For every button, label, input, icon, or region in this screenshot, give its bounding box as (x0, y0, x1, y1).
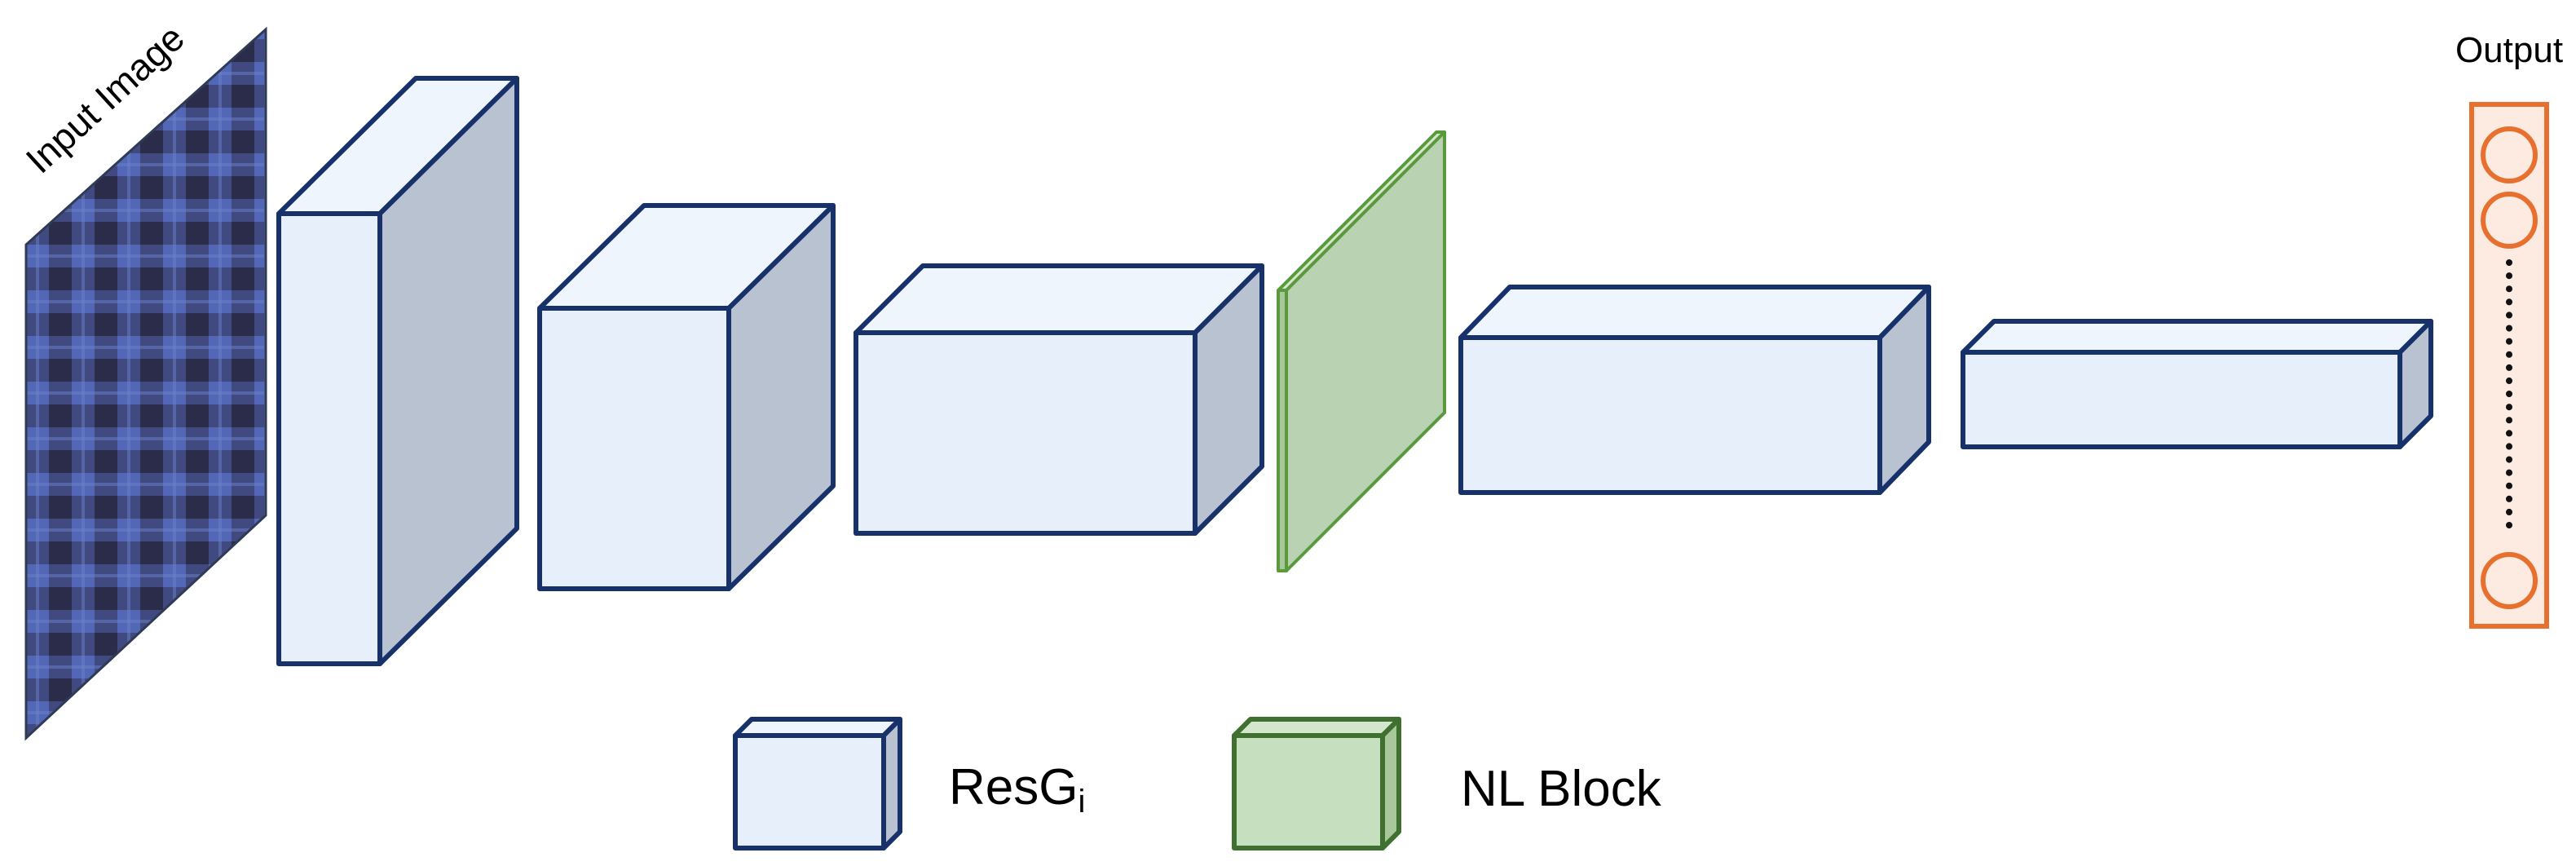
output-node (2481, 126, 2538, 183)
resg-block-3 (854, 263, 1264, 536)
input-image (24, 26, 267, 741)
resg-block-2 (537, 203, 836, 591)
legend-nl-label: NL Block (1461, 761, 1662, 817)
legend-resg-swatch (733, 717, 902, 851)
nl-block (1277, 130, 1446, 572)
output-vector (2469, 102, 2549, 629)
legend-resg-label: ResGi (949, 759, 1085, 820)
resg-block-4 (1458, 285, 1931, 495)
output-node (2481, 192, 2538, 249)
resg-block-5 (1961, 319, 2433, 449)
output-label: Output (2455, 30, 2563, 70)
resg-block-1 (276, 76, 519, 666)
legend: ResGi NL Block (733, 717, 1662, 851)
output-node (2481, 552, 2538, 609)
legend-nl-swatch (1232, 717, 1401, 851)
